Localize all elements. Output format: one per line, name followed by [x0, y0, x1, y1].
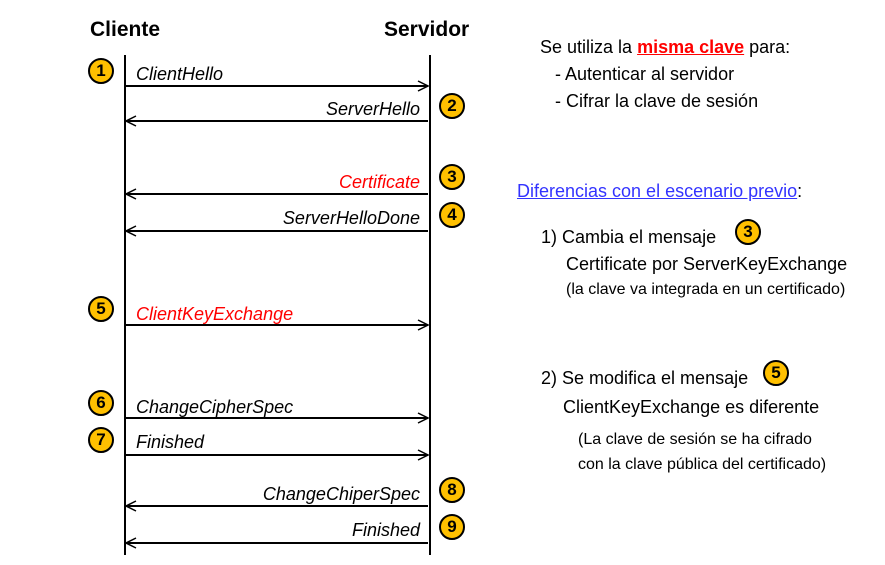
step-badge-2: 2: [439, 93, 465, 119]
difference-2-line-1: 2) Se modifica el mensaje: [541, 368, 749, 388]
message-label-change-cipher-spec: ChangeCipherSpec: [136, 397, 294, 417]
message-label-server-hello-done: ServerHelloDone: [282, 208, 420, 228]
same-key-suffix: para:: [744, 37, 791, 57]
differences-title: Diferencias con el escenario previo:: [517, 181, 802, 202]
difference-1-line-3: (la clave va integrada en un certificado…: [566, 281, 846, 298]
step-badge-3: 3: [439, 164, 465, 190]
difference-2-line-3: (La clave de sesión se ha cifrado: [578, 431, 812, 448]
client-lifeline: [124, 55, 126, 555]
difference-2-line-2: ClientKeyExchange es diferente: [563, 397, 820, 417]
message-label-client-hello: ClientHello: [136, 64, 224, 84]
message-label-certificate: Certificate: [338, 172, 420, 192]
same-key-highlight: misma clave: [637, 37, 745, 57]
difference-1-line-1: 1) Cambia el mensaje: [541, 227, 717, 247]
message-label-change-chiper-spec: ChangeChiperSpec: [262, 484, 420, 504]
same-key-item-encrypt: - Cifrar la clave de sesión: [555, 91, 759, 111]
message-label-client-finished: Finished: [136, 432, 205, 452]
differences-title-colon: :: [797, 181, 803, 201]
difference-2-line-4: con la clave pública del certificado): [578, 456, 827, 473]
step-badge-5: 5: [88, 296, 114, 322]
same-key-item-authenticate: - Autenticar al servidor: [555, 64, 735, 84]
differences-title-link[interactable]: Diferencias con el escenario previo: [517, 181, 798, 201]
step-badge-7: 7: [88, 427, 114, 453]
message-label-client-key-exchange: ClientKeyExchange: [136, 304, 294, 324]
server-header: Servidor: [384, 18, 470, 41]
step-badge-6: 6: [88, 390, 114, 416]
difference-1-badge: 3: [735, 219, 761, 245]
step-badge-4: 4: [439, 202, 465, 228]
client-header: Cliente: [90, 18, 161, 41]
server-lifeline: [429, 55, 431, 555]
message-label-server-finished: Finished: [351, 520, 420, 540]
same-key-prefix: Se utiliza la: [540, 37, 638, 57]
same-key-note: Se utiliza la misma clave para:: [540, 37, 790, 58]
message-label-server-hello: ServerHello: [325, 99, 420, 119]
difference-1-line-2: Certificate por ServerKeyExchange: [566, 254, 848, 274]
step-badge-9: 9: [439, 514, 465, 540]
step-badge-8: 8: [439, 477, 465, 503]
step-badge-1: 1: [88, 58, 114, 84]
difference-2-badge: 5: [763, 360, 789, 386]
